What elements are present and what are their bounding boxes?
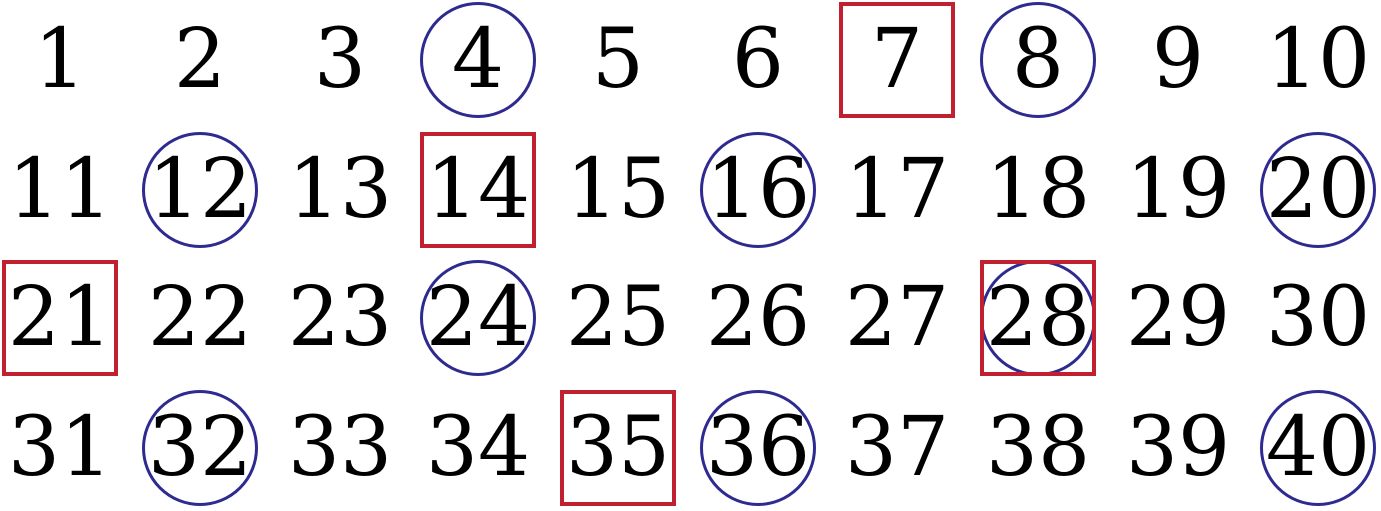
number-label: 15 bbox=[565, 142, 671, 237]
number-cell-26: 26 bbox=[693, 258, 823, 378]
number-label: 4 bbox=[451, 12, 505, 107]
number-cell-38: 38 bbox=[973, 388, 1103, 508]
number-cell-4: 4 bbox=[413, 0, 543, 120]
number-label: 7 bbox=[870, 12, 924, 107]
number-label: 1 bbox=[33, 12, 87, 107]
number-label: 33 bbox=[287, 400, 393, 495]
number-label: 2 bbox=[173, 12, 227, 107]
number-cell-2: 2 bbox=[135, 0, 265, 120]
number-cell-16: 16 bbox=[693, 130, 823, 250]
number-label: 40 bbox=[1265, 400, 1371, 495]
number-cell-29: 29 bbox=[1113, 258, 1243, 378]
number-label: 8 bbox=[1011, 12, 1065, 107]
number-label: 35 bbox=[565, 400, 671, 495]
number-cell-20: 20 bbox=[1253, 130, 1381, 250]
number-label: 24 bbox=[425, 270, 531, 365]
number-label: 13 bbox=[287, 142, 393, 237]
number-label: 38 bbox=[985, 400, 1091, 495]
number-cell-6: 6 bbox=[693, 0, 823, 120]
number-cell-31: 31 bbox=[0, 388, 125, 508]
number-cell-23: 23 bbox=[275, 258, 405, 378]
number-label: 25 bbox=[565, 270, 671, 365]
number-cell-3: 3 bbox=[275, 0, 405, 120]
number-label: 20 bbox=[1265, 142, 1371, 237]
number-cell-24: 24 bbox=[413, 258, 543, 378]
number-label: 37 bbox=[844, 400, 950, 495]
number-cell-10: 10 bbox=[1253, 0, 1381, 120]
number-cell-18: 18 bbox=[973, 130, 1103, 250]
number-label: 36 bbox=[705, 400, 811, 495]
number-cell-25: 25 bbox=[553, 258, 683, 378]
number-cell-7: 7 bbox=[832, 0, 962, 120]
number-cell-14: 14 bbox=[413, 130, 543, 250]
number-label: 27 bbox=[844, 270, 950, 365]
number-label: 19 bbox=[1125, 142, 1231, 237]
number-cell-21: 21 bbox=[0, 258, 125, 378]
number-label: 31 bbox=[7, 400, 113, 495]
number-label: 14 bbox=[425, 142, 531, 237]
number-cell-17: 17 bbox=[832, 130, 962, 250]
number-cell-39: 39 bbox=[1113, 388, 1243, 508]
number-cell-22: 22 bbox=[135, 258, 265, 378]
number-cell-5: 5 bbox=[553, 0, 683, 120]
number-cell-35: 35 bbox=[553, 388, 683, 508]
number-cell-12: 12 bbox=[135, 130, 265, 250]
number-cell-30: 30 bbox=[1253, 258, 1381, 378]
number-label: 21 bbox=[7, 270, 113, 365]
number-cell-19: 19 bbox=[1113, 130, 1243, 250]
number-label: 9 bbox=[1151, 12, 1205, 107]
number-cell-33: 33 bbox=[275, 388, 405, 508]
number-cell-40: 40 bbox=[1253, 388, 1381, 508]
number-cell-11: 11 bbox=[0, 130, 125, 250]
number-cell-37: 37 bbox=[832, 388, 962, 508]
number-cell-34: 34 bbox=[413, 388, 543, 508]
number-cell-28: 28 bbox=[973, 258, 1103, 378]
number-cell-1: 1 bbox=[0, 0, 125, 120]
number-label: 34 bbox=[425, 400, 531, 495]
number-cell-13: 13 bbox=[275, 130, 405, 250]
number-label: 29 bbox=[1125, 270, 1231, 365]
number-cell-15: 15 bbox=[553, 130, 683, 250]
number-cell-9: 9 bbox=[1113, 0, 1243, 120]
number-cell-36: 36 bbox=[693, 388, 823, 508]
number-label: 30 bbox=[1265, 270, 1371, 365]
number-label: 39 bbox=[1125, 400, 1231, 495]
number-label: 11 bbox=[7, 142, 113, 237]
number-label: 28 bbox=[985, 270, 1091, 365]
number-cell-32: 32 bbox=[135, 388, 265, 508]
number-label: 5 bbox=[591, 12, 645, 107]
number-label: 18 bbox=[985, 142, 1091, 237]
number-label: 17 bbox=[844, 142, 950, 237]
number-cell-27: 27 bbox=[832, 258, 962, 378]
number-label: 26 bbox=[705, 270, 811, 365]
number-label: 23 bbox=[287, 270, 393, 365]
number-label: 32 bbox=[147, 400, 253, 495]
number-cell-8: 8 bbox=[973, 0, 1103, 120]
number-label: 12 bbox=[147, 142, 253, 237]
number-label: 3 bbox=[313, 12, 367, 107]
number-label: 16 bbox=[705, 142, 811, 237]
number-label: 22 bbox=[147, 270, 253, 365]
number-label: 6 bbox=[731, 12, 785, 107]
number-label: 10 bbox=[1265, 12, 1371, 107]
